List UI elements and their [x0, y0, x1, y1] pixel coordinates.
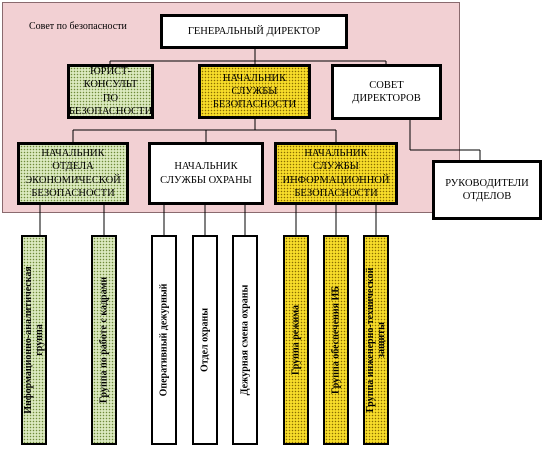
security-head-box: НАЧАЛЬНИК СЛУЖБЫ БЕЗОПАСНОСТИ	[198, 64, 311, 119]
infosec-head-box: НАЧАЛЬНИК СЛУЖБЫ ИНФОРМАЦИОННОЙ БЕЗОПАСН…	[274, 142, 398, 205]
group-column: Информационно-аналитическая группа	[21, 235, 47, 445]
group-column: Отдел охраны	[192, 235, 218, 445]
department-heads-box: РУКОВОДИТЕЛИ ОТДЕЛОВ	[432, 160, 542, 220]
group-label: Группа по работе с кадрами	[98, 276, 110, 404]
group-column: Группа режима	[283, 235, 309, 445]
group-column: Группа инженерно-технической защиты	[363, 235, 389, 445]
group-label: Отдел охраны	[199, 307, 211, 373]
group-label: Группа обеспечения ИБ	[330, 286, 342, 394]
group-label: Группа инженерно-технической защиты	[365, 267, 387, 413]
security-council-label: Совет по безопасности	[29, 21, 127, 32]
group-label: Дежурная смена охраны	[239, 284, 251, 396]
econ-security-head-box: НАЧАЛЬНИК ОТДЕЛА ЭКОНОМИЧЕСКОЙ БЕЗОПАСНО…	[17, 142, 129, 205]
guard-service-head-box: НАЧАЛЬНИК СЛУЖБЫ ОХРАНЫ	[148, 142, 264, 205]
group-label: Информационно-аналитическая группа	[23, 266, 45, 414]
group-label: Оперативный дежурный	[158, 283, 170, 397]
group-column: Группа обеспечения ИБ	[323, 235, 349, 445]
board-of-directors-box: СОВЕТ ДИРЕКТОРОВ	[331, 64, 442, 120]
group-column: Группа по работе с кадрами	[91, 235, 117, 445]
group-label: Группа режима	[290, 305, 302, 375]
general-director-box: ГЕНЕРАЛЬНЫЙ ДИРЕКТОР	[160, 14, 348, 49]
lawyer-box: ЮРИСТ-КОНСУЛЬТ ПО БЕЗОПАСНОСТИ	[67, 64, 154, 119]
group-column: Дежурная смена охраны	[232, 235, 258, 445]
group-column: Оперативный дежурный	[151, 235, 177, 445]
